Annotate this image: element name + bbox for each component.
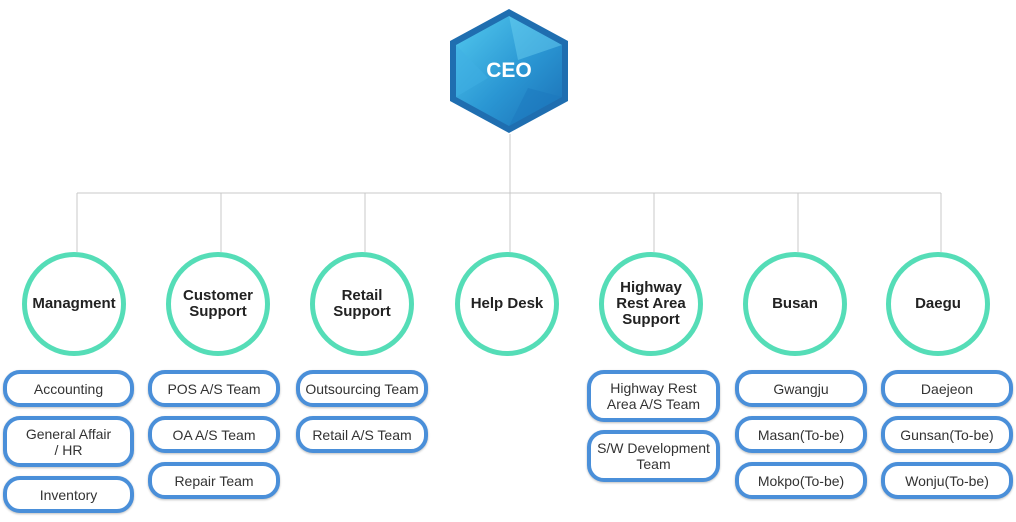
team-label: Mokpo(To-be) [757, 472, 845, 489]
dept-managment: Managment [22, 252, 126, 356]
ceo-hexagon-shape [450, 9, 568, 133]
dept-label: Managment [32, 295, 116, 312]
team-box: Daejeon [881, 370, 1013, 407]
dept-retail-support: Retail Support [310, 252, 414, 356]
ceo-label: CEO [486, 59, 532, 82]
team-label: Wonju(To-be) [905, 472, 989, 489]
team-label: OA A/S Team [172, 426, 256, 443]
ceo-node: CEO [448, 8, 570, 134]
dept-customer-support: Customer Support [166, 252, 270, 356]
team-box: Masan(To-be) [735, 416, 867, 453]
dept-label: Daegu [915, 295, 961, 312]
team-box: Outsourcing Team [296, 370, 428, 407]
team-box: Retail A/S Team [296, 416, 428, 453]
dept-label: Retail Support [333, 287, 391, 320]
dept-daegu: Daegu [886, 252, 990, 356]
team-label: Outsourcing Team [305, 380, 419, 397]
team-box: S/W Development Team [587, 430, 720, 482]
team-box: Highway Rest Area A/S Team [587, 370, 720, 422]
team-label: Daejeon [920, 380, 974, 397]
team-label: General Affair / HR [25, 425, 112, 458]
dept-label: Customer Support [182, 287, 253, 320]
team-label: POS A/S Team [167, 380, 261, 397]
team-box: Repair Team [148, 462, 280, 499]
team-box: Gunsan(To-be) [881, 416, 1013, 453]
team-box: POS A/S Team [148, 370, 280, 407]
team-box: Mokpo(To-be) [735, 462, 867, 499]
team-box: General Affair / HR [3, 416, 134, 467]
team-label: Retail A/S Team [312, 426, 412, 443]
dept-label: Help Desk [470, 295, 544, 312]
dept-help-desk: Help Desk [455, 252, 559, 356]
team-label: Repair Team [174, 472, 254, 489]
team-box: Accounting [3, 370, 134, 407]
team-label: Gwangju [773, 380, 829, 397]
team-label: Inventory [39, 486, 98, 503]
dept-highway-rest-area-support: Highway Rest Area Support [599, 252, 703, 356]
team-box: Inventory [3, 476, 134, 513]
team-label: S/W Development Team [597, 440, 710, 472]
team-label: Highway Rest Area A/S Team [606, 380, 701, 412]
dept-label: Highway Rest Area Support [616, 279, 686, 328]
dept-label: Busan [772, 295, 818, 312]
team-box: Gwangju [735, 370, 867, 407]
dept-busan: Busan [743, 252, 847, 356]
team-label: Masan(To-be) [757, 426, 845, 443]
team-box: Wonju(To-be) [881, 462, 1013, 499]
team-label: Gunsan(To-be) [900, 426, 994, 443]
team-box: OA A/S Team [148, 416, 280, 453]
team-label: Accounting [33, 380, 104, 397]
